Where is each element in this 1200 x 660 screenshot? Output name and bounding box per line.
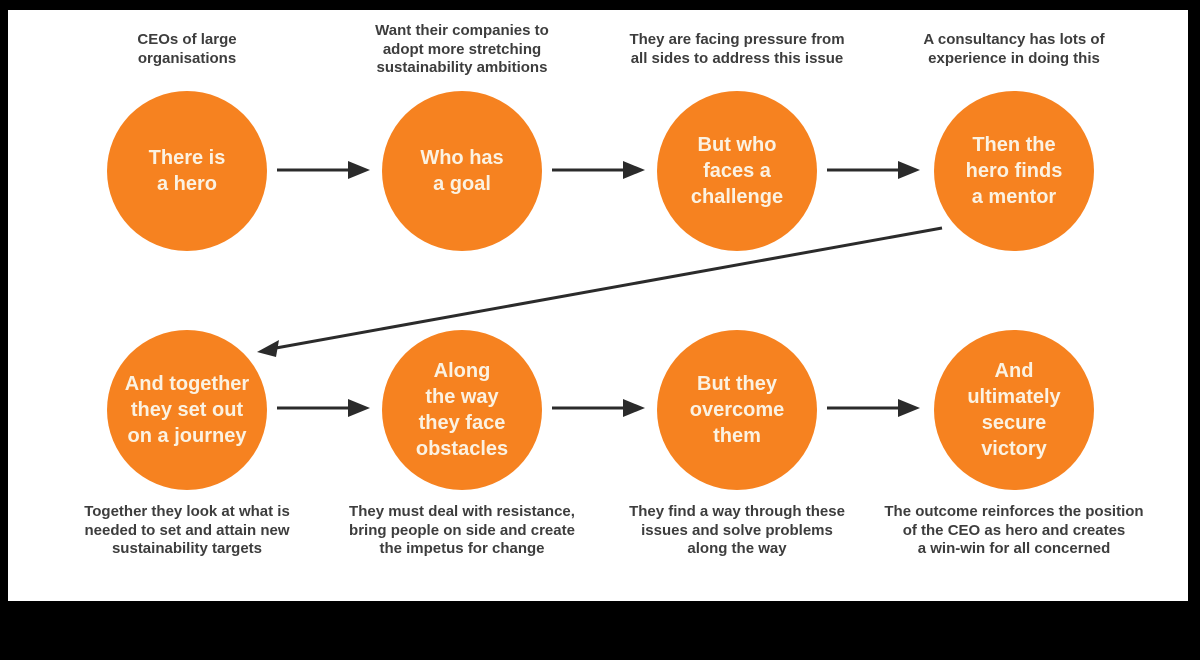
circle-there-is-a-hero: There is a hero xyxy=(107,91,267,251)
note-ceos-of-large-organisations: CEOs of large organisations xyxy=(137,31,237,67)
note-find-a-way-through: They find a way through these issues and… xyxy=(629,502,845,558)
circle-who-has-a-goal: Who has a goal xyxy=(382,91,542,251)
note-set-and-attain-targets: Together they look at what is needed to … xyxy=(84,502,290,558)
circle-secure-victory: And ultimately secure victory xyxy=(934,330,1094,490)
note-outcome-reinforces-ceo: The outcome reinforces the position of t… xyxy=(884,502,1144,558)
circle-face-obstacles: Along the way they face obstacles xyxy=(382,330,542,490)
circle-finds-a-mentor: Then the hero finds a mentor xyxy=(934,91,1094,251)
note-consultancy-experience: A consultancy has lots of experience in … xyxy=(923,31,1105,67)
note-deal-with-resistance: They must deal with resistance, bring pe… xyxy=(349,502,575,558)
note-want-their-companies: Want their companies to adopt more stret… xyxy=(375,21,549,77)
circle-overcome-them: But they overcome them xyxy=(657,330,817,490)
note-facing-pressure: They are facing pressure from all sides … xyxy=(629,31,845,67)
circle-set-out-on-journey: And together they set out on a journey xyxy=(107,330,267,490)
circle-faces-a-challenge: But who faces a challenge xyxy=(657,91,817,251)
